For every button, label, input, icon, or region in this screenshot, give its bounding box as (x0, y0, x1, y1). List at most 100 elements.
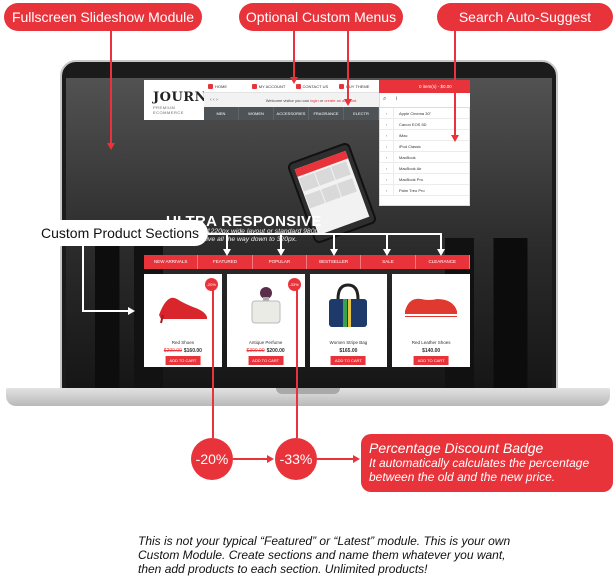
sections-arrow-2 (277, 249, 285, 256)
badge-arrow-2 (353, 455, 360, 463)
suggestion-item[interactable]: ›iPod Classic (380, 141, 469, 152)
sections-left-arrow-line (82, 310, 128, 312)
percentage-badge-callout: Percentage Discount Badge It automatical… (361, 434, 613, 492)
callout-search: Search Auto-Suggest (437, 3, 613, 31)
suggestion-item[interactable]: ›Canon EOS 5D (380, 119, 469, 130)
sections-arrow-3 (330, 249, 338, 256)
badge-callout-desc: It automatically calculates the percenta… (369, 456, 590, 484)
store-window: JOURNAL PREMIUM ECOMMERCE HOME MY ACCOUN… (144, 80, 470, 367)
sections-arrow-1 (223, 249, 231, 256)
nav-arrows[interactable]: ‹ ‹ › (210, 97, 218, 103)
tab-clearance[interactable]: CLEARANCE (416, 255, 470, 269)
chevron-right-icon: › (380, 163, 394, 173)
suggestion-item[interactable]: ›MacBook Air (380, 163, 469, 174)
menu-men[interactable]: MEN (204, 107, 239, 120)
menu-women[interactable]: WOMEN (239, 107, 274, 120)
menu-accessories[interactable]: ACCESSORIES (274, 107, 309, 120)
badge-circle-right: -33% (275, 438, 317, 480)
sections-left-drop (82, 246, 84, 312)
menus-arrow-1 (290, 77, 298, 84)
menus-arrow-2 (344, 99, 352, 106)
mail-icon (295, 83, 301, 89)
topbar-account[interactable]: MY ACCOUNT (248, 83, 292, 89)
sections-arrow-4 (383, 249, 391, 256)
slide-subtitle-1: Choose from 1220px wide layout or standa… (166, 228, 324, 235)
cart-icon (339, 83, 345, 89)
create-account-link[interactable]: create an account (324, 97, 357, 103)
sections-drop-5 (440, 233, 442, 249)
menu-fragrance[interactable]: FRAGRANCE (309, 107, 344, 120)
callout-menus: Optional Custom Menus (239, 3, 403, 31)
callout-slideshow: Fullscreen Slideshow Module (4, 3, 202, 31)
search-text: i (396, 96, 398, 102)
menus-pointer-line-1 (293, 31, 295, 77)
product-section-tabs: NEW ARRIVALS FEATURED POPULAR BESTSELLER… (144, 255, 470, 269)
laptop-base (6, 388, 610, 406)
suggestion-item[interactable]: ›MacBook (380, 152, 469, 163)
tab-sale[interactable]: SALE (361, 255, 416, 269)
red-leather-shoe-image (392, 274, 470, 336)
tab-popular[interactable]: POPULAR (253, 255, 307, 269)
sections-arrow-5 (437, 249, 445, 256)
product-name: Red Leather Shoes (411, 340, 451, 345)
badge-connector-1 (233, 458, 268, 460)
chevron-right-icon: › (380, 108, 394, 118)
product-card[interactable]: Women Stripe Bag $165.00 ADD TO CART (309, 274, 388, 367)
add-to-cart-button[interactable]: ADD TO CART (248, 356, 284, 365)
topbar-home[interactable]: HOME (204, 83, 248, 89)
suggestion-item[interactable]: ›MacBook Pro (380, 174, 469, 185)
tab-bestseller[interactable]: BESTSELLER (307, 255, 362, 269)
topbar-buy[interactable]: BUY THEME (335, 83, 379, 89)
tab-featured[interactable]: FEATURED (198, 255, 253, 269)
sections-connector (208, 233, 442, 235)
product-price: $200.00$160.00 (163, 348, 202, 354)
search-icon: ⌕ (383, 96, 387, 102)
badge-circle-left: -20% (191, 438, 233, 480)
slideshow-arrow (107, 143, 115, 150)
chevron-right-icon: › (380, 152, 394, 162)
tab-new-arrivals[interactable]: NEW ARRIVALS (144, 255, 199, 269)
footer-description: This is not your typical “Featured” or “… (138, 534, 511, 576)
product-card[interactable]: -33% Antique Perfume $300.00$200.00 ADD … (226, 274, 305, 367)
badge-arrow-1 (267, 455, 274, 463)
suggestion-item[interactable]: ›iMac (380, 130, 469, 141)
sections-drop-1 (226, 233, 228, 249)
suggestion-item[interactable]: ›Apple Cinema 30" (380, 108, 469, 119)
add-to-cart-button[interactable]: ADD TO CART (413, 356, 449, 365)
add-to-cart-button[interactable]: ADD TO CART (165, 356, 201, 365)
search-suggestions: ›Apple Cinema 30" ›Canon EOS 5D ›iMac ›i… (379, 107, 470, 206)
slide-subtitle-2: Ultra responsive all the way down to 320… (166, 236, 298, 243)
sections-drop-4 (386, 233, 388, 249)
store-logo[interactable]: JOURNAL PREMIUM ECOMMERCE (144, 80, 228, 120)
welcome-text: Welcome visitor you can login or create … (265, 97, 358, 103)
add-to-cart-button[interactable]: ADD TO CART (330, 356, 366, 365)
search-input[interactable]: ⌕ i (379, 93, 470, 107)
discount-badge: -33% (287, 278, 301, 291)
slideshow-pointer-line (110, 31, 112, 143)
product-card[interactable]: Red Leather Shoes $140.00 ADD TO CART (392, 274, 470, 367)
user-icon (251, 83, 257, 89)
chevron-right-icon: › (380, 141, 394, 151)
cart-button[interactable]: 0 item(s) - $0.00 (379, 80, 470, 93)
menus-pointer-line-2 (347, 31, 349, 99)
logo-text: JOURNAL (153, 90, 228, 105)
discount-badge: -20% (204, 278, 218, 291)
topbar-contact[interactable]: CONTACT US (292, 83, 336, 89)
badge-callout-title: Percentage Discount Badge (369, 440, 544, 456)
menu-electronics[interactable]: ELECTR (344, 107, 379, 120)
sections-left-arrow (128, 307, 135, 315)
login-link[interactable]: login (310, 97, 319, 103)
product-name: Red Shoes (171, 340, 194, 345)
callout-sections: Custom Product Sections (32, 220, 208, 246)
chevron-right-icon: › (380, 130, 394, 140)
perfume-image (227, 274, 305, 336)
suggestion-item[interactable]: ›Palm Treo Pro (380, 185, 469, 196)
search-arrow (451, 135, 459, 142)
home-icon (208, 83, 213, 89)
top-links-bar: HOME MY ACCOUNT CONTACT US BUY THEME (204, 80, 379, 93)
red-shoe-image (144, 274, 222, 336)
chevron-right-icon: › (380, 185, 394, 195)
product-price: $140.00 (422, 348, 441, 354)
bag-image (310, 274, 388, 336)
product-card[interactable]: -20% Red Shoes $200.00$160.00 ADD TO CAR… (144, 274, 222, 367)
